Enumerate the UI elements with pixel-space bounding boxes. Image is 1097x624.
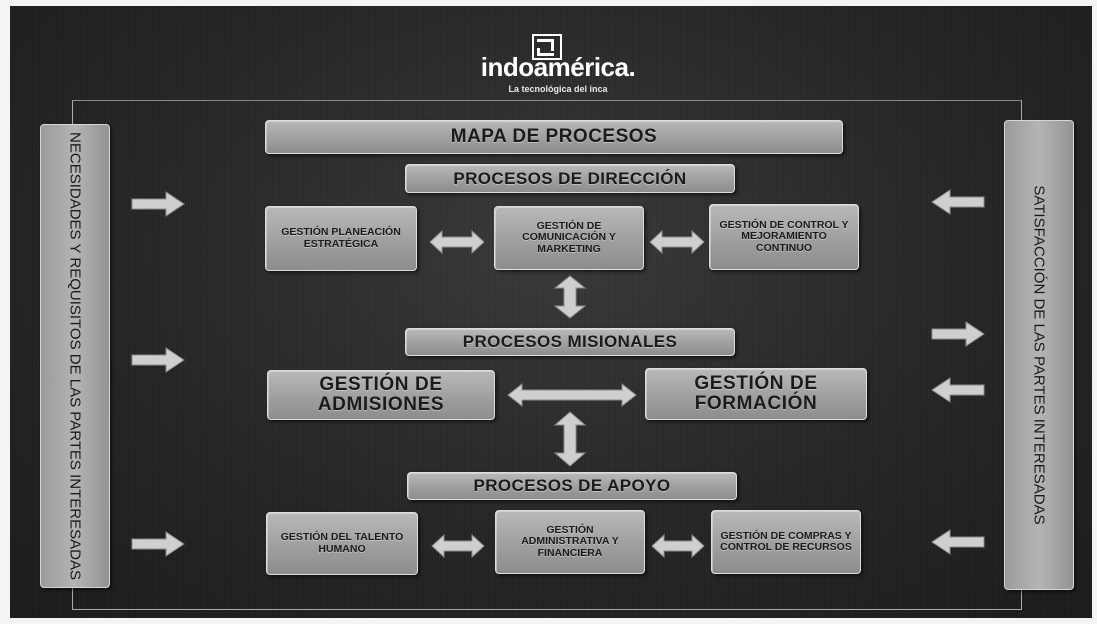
double-arrow-horizontal-icon <box>649 229 705 255</box>
double-arrow-horizontal-icon <box>431 533 485 559</box>
planeacion-box: GESTIÓN PLANEACIÓN ESTRATÉGICA <box>265 206 417 271</box>
admisiones-box: GESTIÓN DE ADMISIONES <box>267 370 495 420</box>
talento-humano-box: GESTIÓN DEL TALENTO HUMANO <box>266 512 418 575</box>
output-arrow-left-icon <box>931 529 985 555</box>
slide-background <box>10 6 1092 618</box>
output-arrow-left-icon <box>931 377 985 403</box>
logo-wordmark: indoamérica. <box>480 52 636 82</box>
direccion-section-label: PROCESOS DE DIRECCIÓN <box>405 164 735 193</box>
output-arrow-left-icon <box>931 189 985 215</box>
indoamerica-logo: indoamérica. La tecnológica del inca <box>448 34 668 96</box>
logo-mark-icon <box>532 34 562 60</box>
input-arrow-right-icon <box>131 191 185 217</box>
satisfaction-side-label: SATISFACCIÓN DE LAS PARTES INTERESADAS <box>1030 185 1048 525</box>
input-arrow-right-icon <box>131 531 185 557</box>
misionales-section-label: PROCESOS MISIONALES <box>405 328 735 356</box>
satisfaction-side-bar: SATISFACCIÓN DE LAS PARTES INTERESADAS <box>1004 120 1074 590</box>
needs-side-label: NECESIDADES Y REQUISITOS DE LAS PARTES I… <box>66 132 84 580</box>
logo-tagline: La tecnológica del inca <box>508 84 608 94</box>
double-arrow-horizontal-icon <box>651 533 705 559</box>
output-arrow-right-icon <box>931 321 985 347</box>
administrativa-box: GESTIÓN ADMINISTRATIVA Y FINANCIERA <box>495 510 645 574</box>
double-arrow-horizontal-icon <box>507 382 637 408</box>
apoyo-section-label: PROCESOS DE APOYO <box>407 472 737 500</box>
double-arrow-vertical-icon <box>553 411 587 467</box>
control-box: GESTIÓN DE CONTROL Y MEJORAMIENTO CONTIN… <box>709 204 859 270</box>
compras-box: GESTIÓN DE COMPRAS Y CONTROL DE RECURSOS <box>711 510 861 574</box>
needs-side-bar: NECESIDADES Y REQUISITOS DE LAS PARTES I… <box>40 124 110 588</box>
double-arrow-horizontal-icon <box>429 229 485 255</box>
input-arrow-right-icon <box>131 347 185 373</box>
formacion-box: GESTIÓN DE FORMACIÓN <box>645 368 867 420</box>
comunicacion-box: GESTIÓN DE COMUNICACIÓN Y MARKETING <box>494 206 644 270</box>
map-title: MAPA DE PROCESOS <box>265 120 843 154</box>
double-arrow-vertical-icon <box>553 275 587 319</box>
